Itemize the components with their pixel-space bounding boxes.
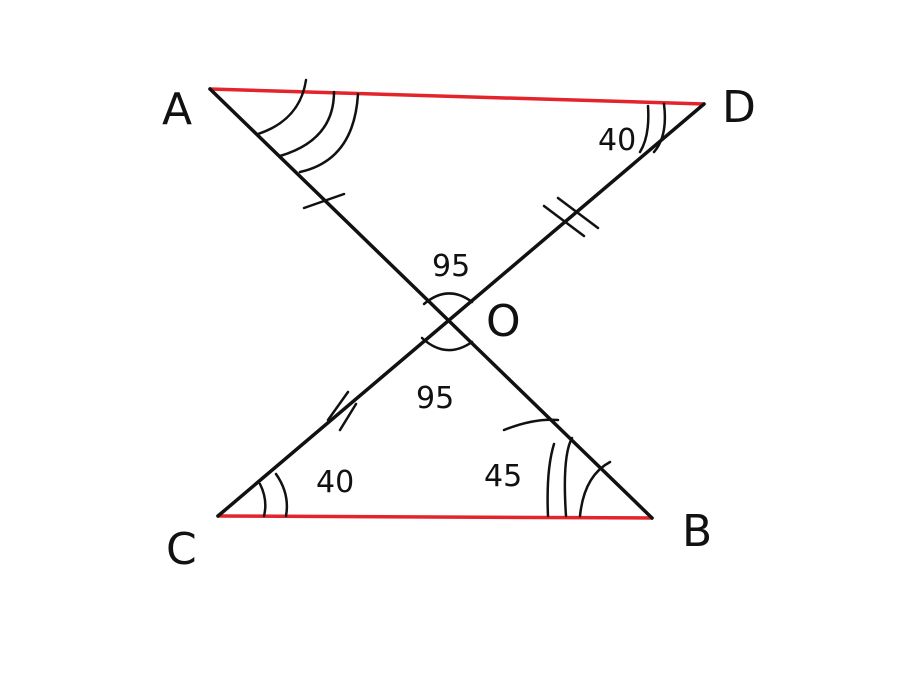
angle-label-b: 45 [484, 459, 522, 494]
angle-arc-a-3 [298, 92, 360, 174]
angle-arc-d-1 [638, 104, 650, 154]
angle-arc-aod [422, 292, 474, 306]
point-label-c: C [166, 524, 197, 575]
angle-arc-cob [420, 336, 474, 352]
point-label-d: D [722, 82, 756, 133]
angle-arc-c-1 [258, 482, 267, 518]
tick-od-2 [556, 196, 600, 230]
tick-ao [302, 192, 346, 210]
segment-ad [208, 87, 706, 106]
angle-label-c: 40 [316, 465, 354, 500]
segment-cb [216, 514, 654, 520]
point-label-o: O [486, 296, 521, 347]
angle-arc-a-2 [278, 90, 336, 158]
angle-label-aod: 95 [432, 249, 470, 284]
angle-label-cob: 95 [416, 381, 454, 416]
segment-dc [216, 102, 706, 518]
point-label-a: A [162, 84, 192, 135]
angle-arc-b-3 [546, 442, 556, 518]
tick-od-1 [542, 204, 586, 238]
angle-label-d: 40 [598, 123, 636, 158]
angle-arc-b-1 [578, 460, 612, 518]
angle-arc-a-1 [256, 78, 308, 136]
segment-ab [208, 87, 654, 520]
angle-arc-b-cap [502, 418, 560, 432]
angle-arc-b-2 [563, 436, 574, 518]
angle-arc-d-2 [652, 102, 667, 154]
point-label-b: B [682, 506, 712, 557]
tick-oc [326, 390, 358, 432]
angle-arc-c-2 [274, 472, 289, 518]
